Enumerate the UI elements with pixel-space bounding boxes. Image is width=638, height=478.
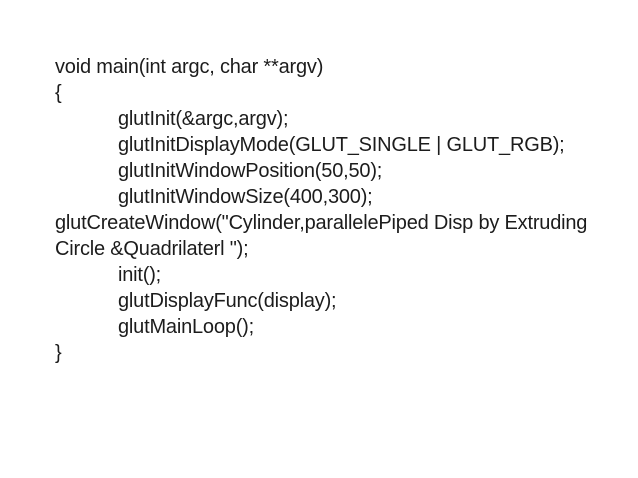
code-line: Circle &Quadrilaterl "); (55, 238, 249, 260)
code-line: init(); (118, 264, 162, 286)
code-line: glutInitDisplayMode(GLUT_SINGLE | GLUT_R… (118, 134, 565, 156)
code-line: } (55, 342, 62, 364)
code-line: { (55, 82, 62, 104)
code-line: glutInitWindowPosition(50,50); (118, 160, 383, 182)
code-line: glutMainLoop(); (118, 316, 254, 338)
code-line: glutInitWindowSize(400,300); (118, 186, 373, 208)
code-line: glutCreateWindow("Cylinder,parallelePipe… (55, 212, 588, 234)
code-line: glutDisplayFunc(display); (118, 290, 337, 312)
code-line: glutInit(&argc,argv); (118, 108, 289, 130)
code-line: void main(int argc, char **argv) (55, 56, 324, 78)
code-block: void main(int argc, char **argv) { glutIni… (55, 54, 587, 366)
